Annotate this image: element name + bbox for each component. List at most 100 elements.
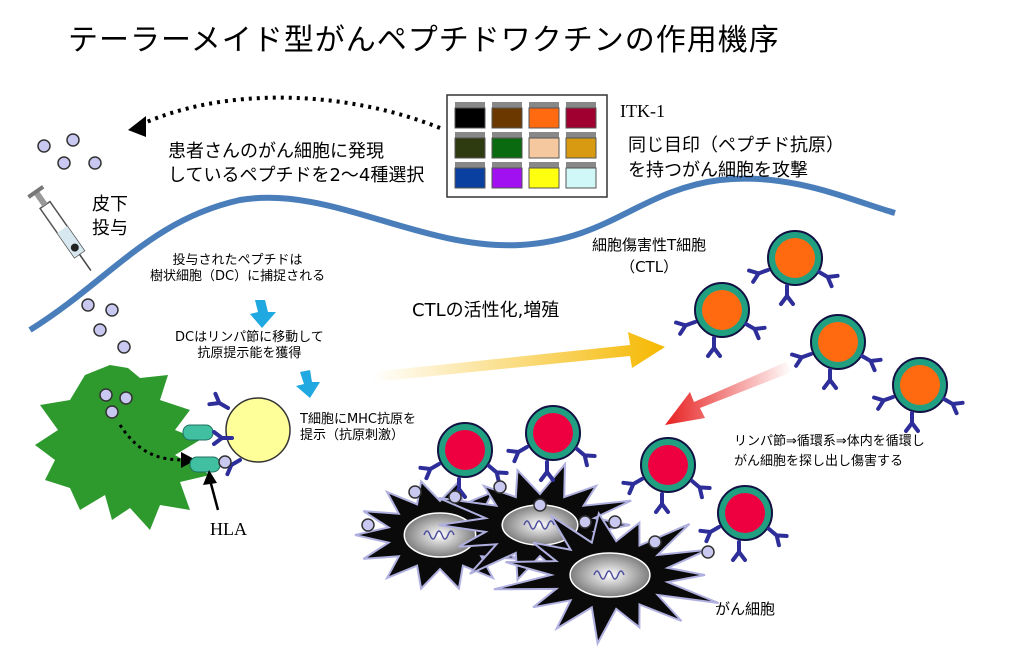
ctl-activation-text: CTLの活性化,増殖 bbox=[412, 300, 560, 321]
tcr-receptor bbox=[942, 397, 965, 416]
vial-cap bbox=[492, 132, 522, 138]
peptide-dot bbox=[701, 545, 715, 559]
tcr-receptor bbox=[506, 445, 529, 464]
vial-cap bbox=[492, 102, 522, 108]
vial bbox=[454, 107, 486, 129]
hla-pointer-arrowhead bbox=[203, 470, 217, 485]
peptide-dot bbox=[99, 388, 113, 402]
tcr-receptor bbox=[674, 320, 697, 336]
ctl-attack-arrow bbox=[665, 362, 792, 425]
peptide-selection-text: 患者さんのがん細胞に発現 しているペプチドを2〜4種選択 bbox=[168, 141, 425, 187]
tcr-receptor bbox=[817, 270, 840, 289]
attacking-ctl bbox=[698, 485, 789, 562]
peptide-dot bbox=[66, 133, 80, 147]
itk-label: ITK-1 bbox=[620, 101, 665, 121]
dna-squiggle bbox=[523, 520, 555, 530]
dc-capture-text: 投与されたペプチドは 樹状細胞（DC）に捕捉される bbox=[150, 253, 326, 285]
peptide-dot bbox=[105, 303, 119, 317]
page-title: テーラーメイド型がんペプチドワクチンの作用機序 bbox=[68, 23, 780, 58]
peptide-dot bbox=[218, 455, 232, 469]
tcr-receptor bbox=[654, 492, 670, 514]
vial-cap bbox=[566, 102, 596, 108]
skin-surface-line bbox=[28, 175, 896, 333]
mhc-molecules bbox=[182, 424, 221, 473]
mhc-present-text: T細胞にMHC抗原を 提示（抗原刺激） bbox=[300, 412, 417, 444]
vial-cap bbox=[529, 162, 559, 168]
selection-dotted-arrow bbox=[139, 95, 441, 130]
vial-cap bbox=[455, 132, 485, 138]
tcr-receptor bbox=[860, 354, 883, 373]
peptide-dot bbox=[117, 340, 131, 354]
step-arrow-1 bbox=[250, 300, 276, 328]
cancer-cell bbox=[493, 510, 719, 647]
vial bbox=[454, 167, 486, 189]
ctl-name-text: 細胞傷害性T細胞 （CTL） bbox=[592, 236, 707, 276]
peptide-dot bbox=[88, 156, 102, 170]
vial-cap bbox=[566, 132, 596, 138]
vial bbox=[565, 167, 597, 189]
peptide-dot bbox=[361, 518, 375, 532]
peptide-dot bbox=[57, 156, 71, 170]
selection-arrowhead bbox=[128, 116, 146, 137]
peptide-dot bbox=[37, 139, 51, 153]
vial-cap bbox=[529, 132, 559, 138]
ctl-cells bbox=[207, 230, 965, 477]
peptides bbox=[37, 133, 715, 559]
peptide-dot bbox=[448, 490, 462, 504]
hla-pointer-line bbox=[208, 479, 220, 511]
attacking-ctl bbox=[418, 422, 509, 499]
cancer-nucleus bbox=[403, 512, 477, 558]
dendritic-cell bbox=[35, 365, 210, 530]
vial-cap bbox=[455, 102, 485, 108]
vial-cap bbox=[455, 162, 485, 168]
tcr-receptor bbox=[779, 284, 795, 306]
ctl-cell bbox=[790, 314, 883, 390]
tcr-receptor bbox=[418, 462, 441, 481]
vial bbox=[565, 137, 597, 159]
attacking-ctls bbox=[418, 405, 789, 562]
tcr-receptor bbox=[706, 336, 722, 358]
vial bbox=[565, 107, 597, 129]
attacking-ctl bbox=[506, 405, 597, 482]
peptide-dot bbox=[578, 515, 592, 529]
subcutaneous-label: 皮下 投与 bbox=[92, 194, 128, 240]
vial bbox=[491, 167, 523, 189]
peptide-dot bbox=[81, 298, 95, 312]
cancer-cells bbox=[354, 461, 719, 647]
vial bbox=[454, 137, 486, 159]
tcr-receptor bbox=[767, 527, 789, 548]
vial bbox=[491, 137, 523, 159]
circulation-text: リンパ節⇒循環系⇒体内を循環し がん細胞を探し出し傷害する bbox=[734, 434, 925, 469]
vial-cap bbox=[529, 102, 559, 108]
tcr-receptor bbox=[731, 540, 747, 562]
tcr-receptor bbox=[822, 368, 838, 390]
tcr-receptor bbox=[690, 479, 712, 500]
vial bbox=[528, 137, 560, 159]
syringe-icon bbox=[27, 185, 92, 271]
cancer-cell-label: がん細胞 bbox=[715, 600, 776, 618]
peptide-dot bbox=[105, 405, 119, 419]
hla-label: HLA bbox=[210, 519, 247, 539]
tcr-receptor bbox=[539, 460, 555, 482]
peptide-dot bbox=[408, 485, 422, 499]
tcr-receptor bbox=[207, 391, 230, 410]
attacking-ctl bbox=[621, 437, 712, 514]
vial-cap bbox=[492, 162, 522, 168]
tcr-receptor bbox=[621, 477, 644, 496]
ctl-cell bbox=[674, 282, 767, 358]
vial bbox=[491, 107, 523, 129]
same-target-text: 同じ目印（ペプチド抗原） を持つがん細胞を攻撃 bbox=[628, 135, 844, 182]
vial bbox=[528, 167, 560, 189]
naive-t-cell bbox=[225, 397, 291, 463]
dc-internal-arrow bbox=[118, 424, 186, 462]
tcr-receptor bbox=[872, 395, 895, 411]
step-arrow-2 bbox=[296, 370, 320, 398]
vial-cap bbox=[566, 162, 596, 168]
tcr-receptor bbox=[487, 464, 509, 485]
cancer-nucleus bbox=[569, 552, 651, 598]
tcr-receptor bbox=[575, 447, 597, 468]
tcr-receptor bbox=[698, 525, 721, 544]
peptide-dot bbox=[119, 391, 133, 405]
itk-vials bbox=[454, 102, 597, 189]
